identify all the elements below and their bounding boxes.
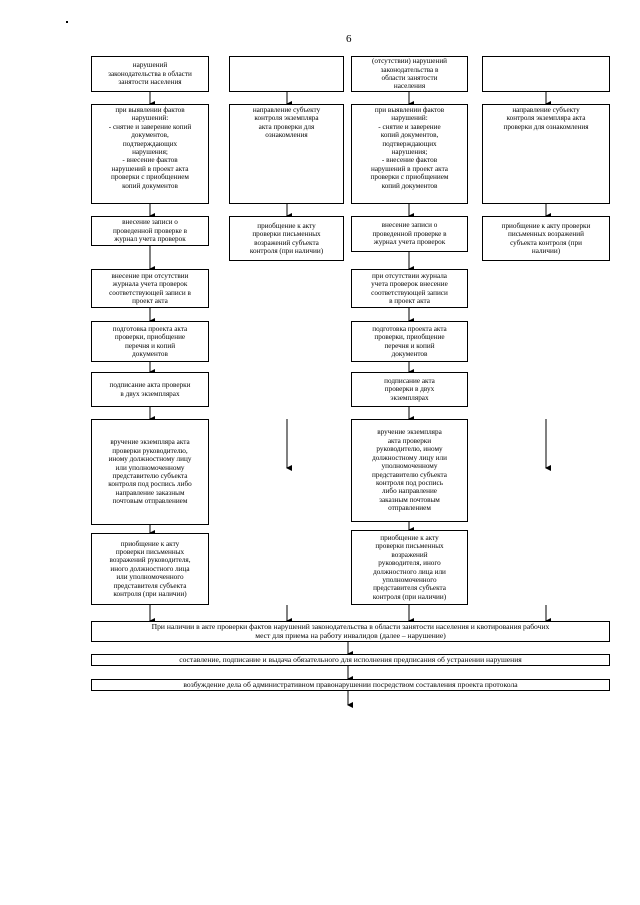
- prescription-box: составление, подписание и выдача обязате…: [91, 654, 610, 666]
- col3-box-2: при выявлении фактов нарушений: - снятие…: [351, 104, 468, 204]
- col3-box-3: внесение записи о проведенной проверке в…: [351, 216, 468, 252]
- col1-box-7: вручение экземпляра акта проверки руково…: [91, 419, 209, 525]
- col3-box-6: подписание акта проверки в двух экземпля…: [351, 372, 468, 407]
- col3-box-4: при отсутствии журнала учета проверок вн…: [351, 269, 468, 308]
- col4-box-1-empty: [482, 56, 610, 92]
- col1-box-8: приобщение к акту проверки письменных во…: [91, 533, 209, 605]
- col1-box-2: при выявлении фактов нарушений: - снятие…: [91, 104, 209, 204]
- col1-box-1: нарушений законодательства в области зан…: [91, 56, 209, 92]
- col3-box-5: подготовка проекта акта проверки, приобщ…: [351, 321, 468, 362]
- col1-box-6: подписание акта проверки в двух экземпля…: [91, 372, 209, 407]
- col4-box-2: направление субъекту контроля экземпляра…: [482, 104, 610, 204]
- col1-box-5: подготовка проекта акта проверки, приобщ…: [91, 321, 209, 362]
- col1-box-3: внесение записи о проведенной проверке в…: [91, 216, 209, 246]
- col4-box-3: приобщение к акту проверки письменных во…: [482, 216, 610, 261]
- col3-box-8: приобщение к акту проверки письменных во…: [351, 530, 468, 605]
- scan-speck: [66, 21, 68, 23]
- col3-box-7: вручение экземпляра акта проверки руково…: [351, 419, 468, 522]
- administrative-case-box: возбуждение дела об административном пра…: [91, 679, 610, 691]
- col1-box-4: внесение при отсутствии журнала учета пр…: [91, 269, 209, 308]
- page-number: 6: [346, 33, 352, 45]
- col2-box-3: приобщение к акту проверки письменных во…: [229, 216, 344, 261]
- violation-condition-box: При наличии в акте проверки фактов наруш…: [91, 621, 610, 642]
- col2-box-2: направление субъекту контроля экземпляра…: [229, 104, 344, 204]
- col2-box-1-empty: [229, 56, 344, 92]
- col3-box-1: (отсутствии) нарушений законодательства …: [351, 56, 468, 92]
